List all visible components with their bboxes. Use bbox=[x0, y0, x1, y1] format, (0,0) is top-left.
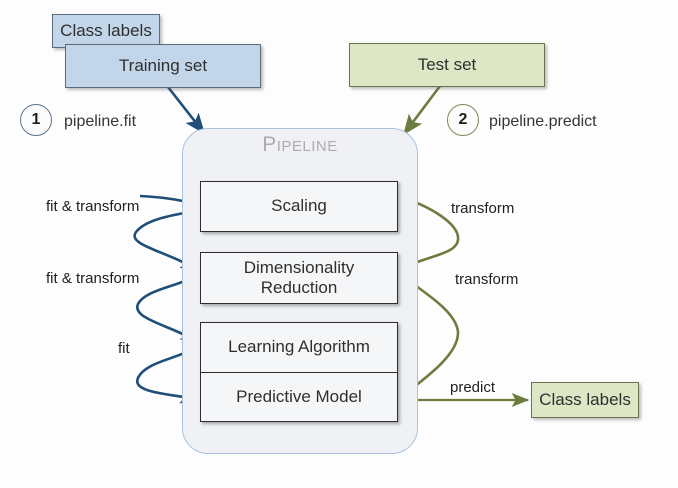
input-box-test-set[interactable]: Test set bbox=[349, 43, 545, 87]
input-box-class-labels[interactable]: Class labels bbox=[52, 14, 160, 48]
edge-label-left-2: fit & transform bbox=[46, 270, 140, 287]
step-marker-1[interactable]: 1 bbox=[20, 104, 52, 136]
edge-label-right-3: predict bbox=[450, 379, 496, 396]
output-box-class-labels[interactable]: Class labels bbox=[531, 382, 639, 418]
edge-label-right-1: transform bbox=[451, 200, 515, 217]
edge-label-left-1: fit & transform bbox=[46, 198, 140, 215]
input-box-training-set[interactable]: Training set bbox=[65, 44, 261, 88]
stage-group-model: Learning Algorithm Predictive Model bbox=[200, 322, 398, 422]
step-2-command-label: pipeline.predict bbox=[489, 113, 597, 130]
stage-learning-algorithm[interactable]: Learning Algorithm bbox=[201, 323, 397, 373]
stage-scaling[interactable]: Scaling bbox=[200, 181, 398, 232]
stage-dimensionality-reduction[interactable]: Dimensionality Reduction bbox=[200, 252, 398, 304]
edge-label-left-3: fit bbox=[118, 340, 130, 357]
stage-dimensionality-reduction-line2: Reduction bbox=[260, 278, 338, 297]
stage-predictive-model[interactable]: Predictive Model bbox=[236, 386, 362, 406]
pipeline-title: Pipeline bbox=[262, 133, 338, 156]
step-marker-2[interactable]: 2 bbox=[447, 104, 479, 136]
edge-label-right-2: transform bbox=[455, 271, 519, 288]
stage-dimensionality-reduction-line1: Dimensionality bbox=[243, 257, 355, 277]
step-1-command-label: pipeline.fit bbox=[64, 113, 137, 130]
